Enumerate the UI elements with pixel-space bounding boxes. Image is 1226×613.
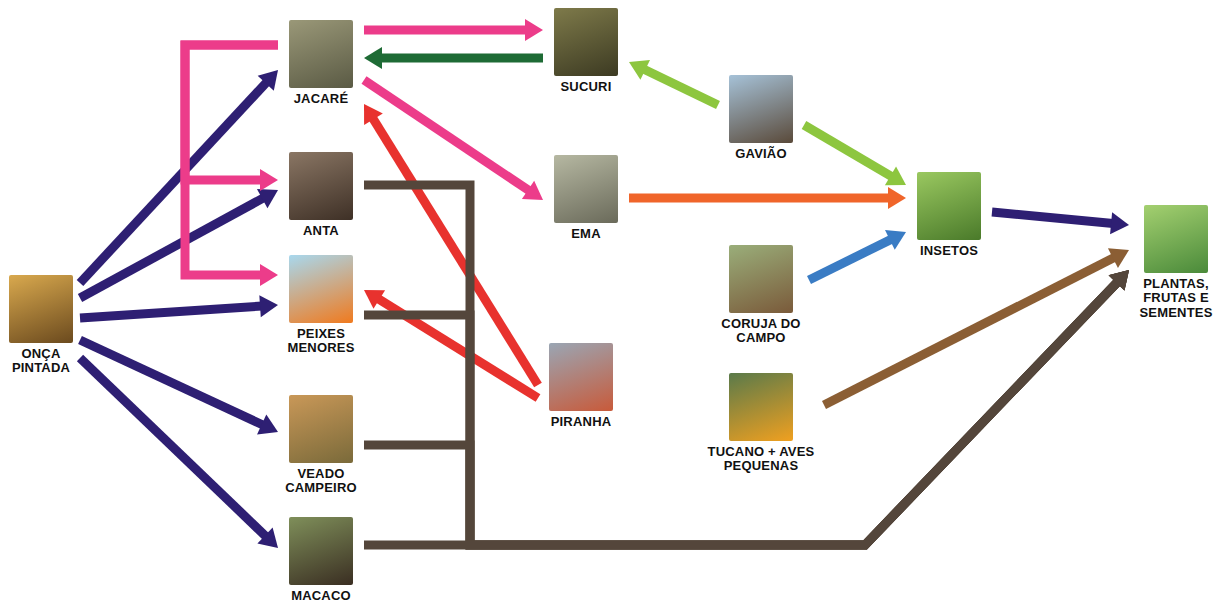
species-node: ANTA (281, 152, 361, 238)
animal-photo (289, 395, 353, 463)
arrow-head (885, 230, 906, 250)
arrow-line (364, 185, 1118, 545)
species-node: TUCANO + AVES PEQUENAS (701, 373, 821, 474)
feeding-arrow (629, 60, 718, 105)
arrow-head (259, 295, 278, 317)
arrow-head (525, 19, 543, 41)
animal-photo (549, 343, 613, 411)
arrow-line (364, 282, 1118, 545)
species-name: JACARÉ (281, 92, 361, 106)
feeding-arrow (185, 45, 278, 191)
feeding-arrow (80, 295, 278, 318)
feeding-arrow (809, 230, 906, 280)
feeding-arrow (364, 19, 543, 41)
arrow-head (522, 181, 543, 200)
feeding-arrow (80, 189, 278, 298)
arrow-line (80, 358, 266, 537)
species-node: CORUJA DO CAMPO (716, 245, 806, 346)
animal-photo (729, 373, 793, 441)
species-name: TUCANO + AVES PEQUENAS (701, 445, 821, 474)
animal-photo (554, 8, 618, 76)
species-name: SUCURI (546, 80, 626, 94)
arrow-line (364, 282, 1118, 545)
animal-photo (917, 172, 981, 240)
arrow-line (629, 194, 890, 203)
arrow-head (260, 169, 278, 191)
feeding-arrow (992, 212, 1129, 234)
species-node: JACARÉ (281, 20, 361, 106)
feeding-arrow (629, 187, 906, 209)
species-node: PLANTAS, FRUTAS E SEMENTES (1132, 205, 1220, 320)
arrow-line (804, 125, 892, 177)
species-name: INSETOS (909, 244, 989, 258)
feeding-arrow (824, 248, 1129, 405)
arrow-line (185, 45, 278, 275)
animal-photo (289, 20, 353, 88)
species-node: SUCURI (546, 8, 626, 94)
arrow-head (364, 104, 383, 125)
feeding-arrow (80, 358, 278, 548)
arrow-head (257, 189, 278, 208)
species-name: ONÇA PINTADA (5, 347, 77, 376)
arrow-line (643, 69, 718, 105)
arrow-head (1108, 248, 1129, 268)
animal-photo (729, 75, 793, 143)
animal-photo (289, 255, 353, 323)
species-name: CORUJA DO CAMPO (716, 317, 806, 346)
animal-photo (9, 275, 73, 343)
species-name: PEIXES MENORES (281, 327, 361, 356)
arrow-line (364, 26, 527, 35)
arrow-head (260, 264, 278, 286)
species-name: PLANTAS, FRUTAS E SEMENTES (1132, 277, 1220, 320)
arrow-head (1110, 212, 1129, 234)
arrow-head (885, 166, 906, 185)
arrow-head (257, 414, 278, 434)
arrow-head (1109, 270, 1129, 291)
species-name: PIRANHA (541, 415, 621, 429)
species-node: VEADO CAMPEIRO (281, 395, 361, 496)
animal-photo (1144, 205, 1208, 273)
feeding-arrow (185, 45, 278, 286)
species-node: GAVIÃO (721, 75, 801, 161)
arrow-line (364, 80, 530, 191)
arrow-line (809, 239, 892, 280)
feeding-arrow (364, 290, 538, 398)
species-node: ONÇA PINTADA (5, 275, 77, 376)
arrow-head (629, 60, 650, 80)
arrow-head (364, 47, 382, 69)
arrow-head (258, 70, 278, 91)
arrow-head (888, 187, 906, 209)
arrow-line (80, 198, 264, 298)
arrow-line (80, 306, 262, 318)
species-name: VEADO CAMPEIRO (281, 467, 361, 496)
animal-photo (554, 155, 618, 223)
species-node: MACACO (281, 517, 361, 603)
feeding-arrow (364, 47, 543, 69)
species-name: EMA (546, 227, 626, 241)
species-name: ANTA (281, 224, 361, 238)
arrow-head (257, 528, 278, 548)
arrow-line (364, 282, 1118, 545)
feeding-arrow (804, 125, 906, 185)
animal-photo (289, 517, 353, 585)
arrow-line (380, 54, 543, 63)
feeding-arrow (364, 185, 1129, 545)
species-name: MACACO (281, 589, 361, 603)
arrow-line (185, 45, 278, 180)
species-node: PEIXES MENORES (281, 255, 361, 356)
species-node: PIRANHA (541, 343, 621, 429)
species-node: INSETOS (909, 172, 989, 258)
animal-photo (729, 245, 793, 313)
species-node: EMA (546, 155, 626, 241)
arrow-head (364, 290, 385, 309)
species-name: GAVIÃO (721, 147, 801, 161)
arrow-line (992, 212, 1113, 223)
animal-photo (289, 152, 353, 220)
